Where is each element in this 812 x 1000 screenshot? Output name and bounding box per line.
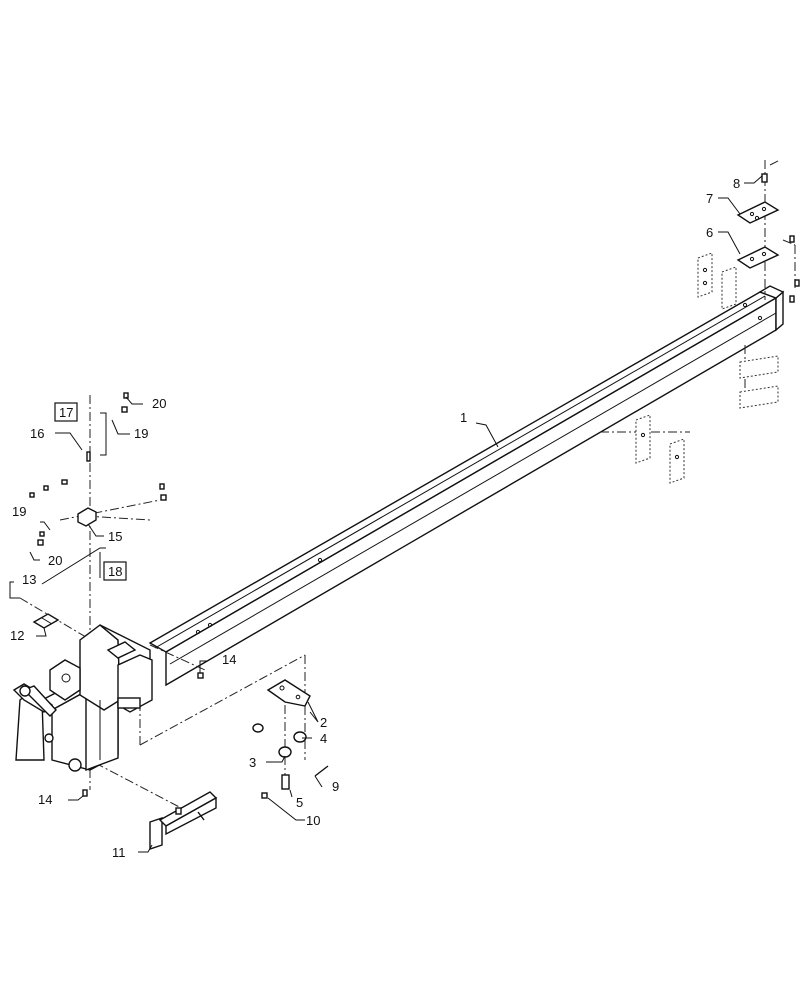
nut-4 [293,731,307,743]
bolt-end-1 [789,235,800,303]
callout-15: 15 [108,529,122,544]
callout-4: 4 [320,731,327,746]
callout-1: 1 [460,410,467,425]
reference-box-17 [54,402,78,422]
callout-17: 17 [59,405,73,420]
pin-9 [314,765,329,777]
ghost-plates [635,252,779,484]
leader-lines [9,175,763,853]
callout-5: 5 [296,795,303,810]
plate-7 [736,201,780,224]
callout-7: 7 [706,191,713,206]
main-beam [148,285,785,687]
bolt-8 [761,173,768,183]
callout-8: 8 [733,176,740,191]
assembly-lines [19,159,796,811]
reference-box-18 [103,561,127,581]
callout-2: 2 [320,715,327,730]
callout-19b: 19 [12,504,26,519]
clip-10 [261,792,268,799]
clip-12 [32,613,60,629]
callout-3: 3 [249,755,256,770]
pin-5 [281,774,290,790]
callout-13: 13 [22,572,36,587]
mount-bracket [12,624,153,772]
block-15 [77,507,97,527]
pivot-plate-2 [266,679,311,707]
callout-6: 6 [706,225,713,240]
handle-11 [149,791,218,850]
callout-11: 11 [112,845,126,860]
nut-3 [252,723,292,758]
callout-16: 16 [30,426,44,441]
callout-20a: 20 [152,396,166,411]
callout-12: 12 [10,628,24,643]
small-hardware [29,392,204,797]
callout-14a: 14 [222,652,236,667]
plate-6 [736,246,780,269]
callout-18: 18 [108,564,122,579]
callout-14b: 14 [38,792,52,807]
callout-10: 10 [306,813,320,828]
callout-20b: 20 [48,553,62,568]
callout-9: 9 [332,779,339,794]
callout-19a: 19 [134,426,148,441]
